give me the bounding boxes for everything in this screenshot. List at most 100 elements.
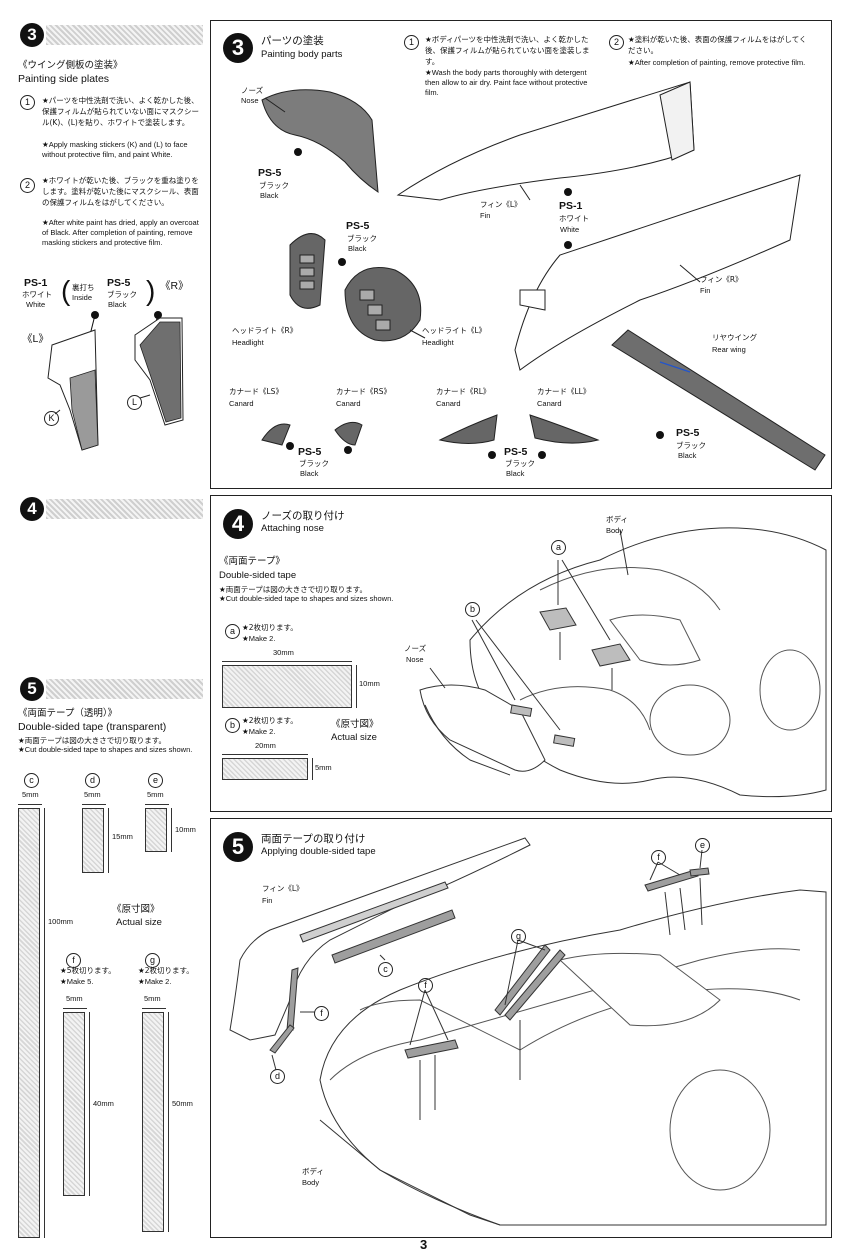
tape-c-width-dim <box>18 804 42 805</box>
main-step3-number: 3 <box>223 33 253 63</box>
side-step4-number: 4 <box>20 497 44 521</box>
side-inside-jp: 裏打ち <box>72 283 95 292</box>
tape-g-width: 5mm <box>144 994 161 1003</box>
side-step3-inst1-en: ★Apply masking stickers (K) and (L) to f… <box>42 140 188 159</box>
tape-c <box>18 808 40 1238</box>
main-step3-inst1-number: 1 <box>404 35 419 50</box>
step4-actual-jp: 《原寸図》 <box>331 719 379 730</box>
tape-d-width-dim <box>82 804 106 805</box>
tape-d-height: 15mm <box>112 832 133 841</box>
step5-mark-c: c <box>378 962 393 977</box>
side-actual-size-jp: 《原寸図》 <box>112 904 160 915</box>
side-plates-drawing <box>47 311 184 451</box>
canard-ls-label-jp: カナード《LS》 <box>229 387 283 396</box>
tape-b-note-en: ★Make 2. <box>242 727 276 736</box>
tape-e-width: 5mm <box>147 790 164 799</box>
canard-front-paint-code: PS-5 <box>298 446 322 458</box>
main-step3-inst1-jp: ★ボディパーツを中性洗剤で洗い、よく乾かした後、保護フィルムが貼られていない面を… <box>425 35 590 66</box>
tape-g-mark: g <box>145 953 160 968</box>
tape-a-width: 30mm <box>273 648 294 657</box>
main-step3-inst2-en: ★After completion of painting, remove pr… <box>628 58 806 67</box>
canard-ll-label-jp: カナード《LL》 <box>537 387 591 396</box>
step5-mark-g: g <box>511 929 526 944</box>
body-mark-a: a <box>551 540 566 555</box>
step5-mark-f-body: f <box>418 978 433 993</box>
tape-e-mark: e <box>148 773 163 788</box>
tape-d-mark: d <box>85 773 100 788</box>
tape-d <box>82 808 104 873</box>
side-ps1-code: PS-1 <box>24 277 48 289</box>
attach-nose-drawing <box>419 527 827 798</box>
side-bracket-close: ) <box>146 275 156 306</box>
rearwing-label-jp: リヤウイング <box>712 333 757 342</box>
fin-paint-en: White <box>560 225 580 234</box>
side-ps1-en: White <box>26 300 46 309</box>
tape-c-mark: c <box>24 773 39 788</box>
canard-rs-label-jp: カナード《RS》 <box>336 387 391 396</box>
panel-step5 <box>210 818 832 1238</box>
side-step4-bar <box>46 499 203 519</box>
headlight-r-label-jp: ヘッドライト《R》 <box>232 326 298 335</box>
side-label-l: 《L》 <box>22 333 49 345</box>
side-label-r: 《R》 <box>160 280 189 292</box>
canard-rl-label-jp: カナード《RL》 <box>436 387 491 396</box>
fin-r-label-en: Fin <box>700 286 711 295</box>
step4-body-label-en: Body <box>606 526 624 535</box>
step5-mark-f-fin: f <box>314 1006 329 1021</box>
side-step5-title-jp: 《両面テープ（透明）》 <box>18 708 118 719</box>
side-step3-number: 3 <box>20 23 44 47</box>
step4-actual-en: Actual size <box>331 732 377 743</box>
rearwing-paint-jp: ブラック <box>676 441 706 450</box>
nose-label-jp: ノーズ <box>241 86 264 95</box>
tape-g <box>142 1012 164 1232</box>
step5-fin-label-en: Fin <box>262 896 273 905</box>
tape-a-width-dim <box>222 661 352 662</box>
side-step3-inst1-jp: ★パーツを中性洗剤で洗い、よく乾かした後、保護フィルムが貼られていない面にマスク… <box>42 96 199 127</box>
step5-mark-d: d <box>270 1069 285 1084</box>
step5-mark-e: e <box>695 838 710 853</box>
step5-body-label-en: Body <box>302 1178 320 1187</box>
tape-b-height: 5mm <box>315 763 332 772</box>
main-step3-inst1-en: ★Wash the body parts thoroughly with det… <box>425 68 588 97</box>
tape-e-height-dim <box>171 808 172 852</box>
tape-f-height-dim <box>89 1012 90 1196</box>
tape-b-width-dim <box>222 754 308 755</box>
tape-f-width: 5mm <box>66 994 83 1003</box>
side-step5-inst-jp: ★両面テープは図の大きさで切り取ります。 <box>18 736 167 745</box>
side-actual-size-en: Actual size <box>116 917 162 928</box>
side-mark-l: L <box>127 395 142 410</box>
tape-c-height-dim <box>44 808 45 1238</box>
headlight-l-label-jp: ヘッドライト《L》 <box>422 326 487 335</box>
rearwing-label-en: Rear wing <box>712 345 746 354</box>
main-step4-title-en: Attaching nose <box>261 523 324 534</box>
main-step5-title-jp: 両面テープの取り付け <box>261 833 366 845</box>
tape-d-height-dim <box>108 808 109 873</box>
side-ps1-jp: ホワイト <box>22 290 52 299</box>
side-ps5-en: Black <box>108 300 127 309</box>
canard-rear-paint-code: PS-5 <box>504 446 528 458</box>
tape-a-note-jp: ★2枚切ります。 <box>242 623 298 632</box>
tape-b-width: 20mm <box>255 741 276 750</box>
side-step3-inst2-en: ★After white paint has dried, apply an o… <box>42 218 199 247</box>
panel-step3 <box>210 20 832 489</box>
nose-label-en: Nose <box>241 96 259 105</box>
fin-l-label-en: Fin <box>480 211 491 220</box>
painting-parts-drawing <box>261 81 826 471</box>
side-step3-inst1-number: 1 <box>20 95 35 110</box>
step4-tape-title-en: Double-sided tape <box>219 570 297 581</box>
step4-nose-label-jp: ノーズ <box>404 644 427 653</box>
page-number: 3 <box>420 1237 428 1252</box>
tape-b <box>222 758 308 780</box>
headlight-paint-en: Black <box>348 244 367 253</box>
tape-g-height-dim <box>168 1012 169 1232</box>
side-step3-inst2-jp: ★ホワイトが乾いた後、ブラックを重ね塗りをします。塗料が乾いた後にマスクシール、… <box>42 176 199 207</box>
step4-body-label-jp: ボディ <box>606 515 628 524</box>
tape-d-width: 5mm <box>84 790 101 799</box>
tape-g-width-dim <box>142 1008 166 1009</box>
canard-rear-paint-jp: ブラック <box>505 459 535 468</box>
main-step3-title-jp: パーツの塗装 <box>261 35 324 47</box>
tape-g-note-en: ★Make 2. <box>138 977 172 986</box>
side-step3-inst2-number: 2 <box>20 178 35 193</box>
tape-a-mark: a <box>225 624 240 639</box>
